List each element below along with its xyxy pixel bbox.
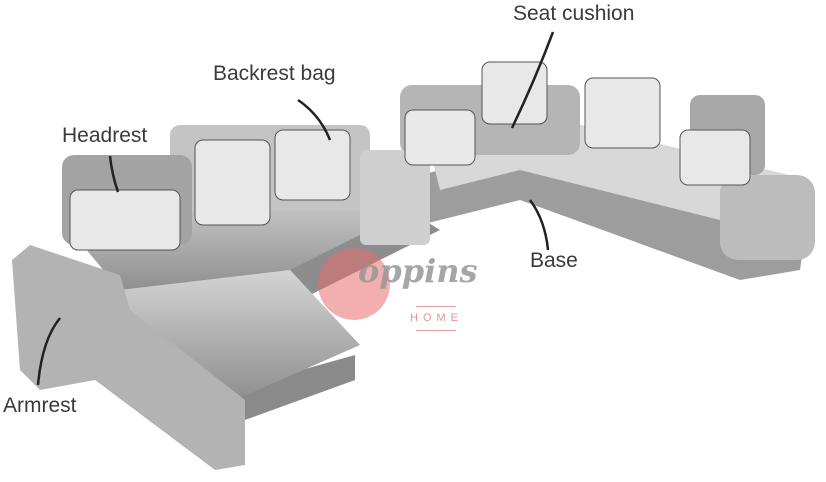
watermark-brand: oppins xyxy=(358,252,478,290)
console xyxy=(360,150,430,245)
chaise-base xyxy=(100,320,355,420)
label-seat-cushion: Seat cushion xyxy=(513,2,635,25)
label-armrest: Armrest xyxy=(3,394,77,417)
watermark-sub: HOME xyxy=(410,300,463,336)
pillows xyxy=(69,61,751,251)
pointer-lines xyxy=(36,31,555,386)
chaise-seat xyxy=(100,270,360,400)
armrest-shape xyxy=(12,245,245,470)
watermark-logo-circle xyxy=(318,248,390,320)
label-headrest: Headrest xyxy=(62,124,148,147)
label-backrest-bag: Backrest bag xyxy=(213,62,336,85)
label-base: Base xyxy=(530,249,578,272)
right-armrest xyxy=(720,175,815,260)
